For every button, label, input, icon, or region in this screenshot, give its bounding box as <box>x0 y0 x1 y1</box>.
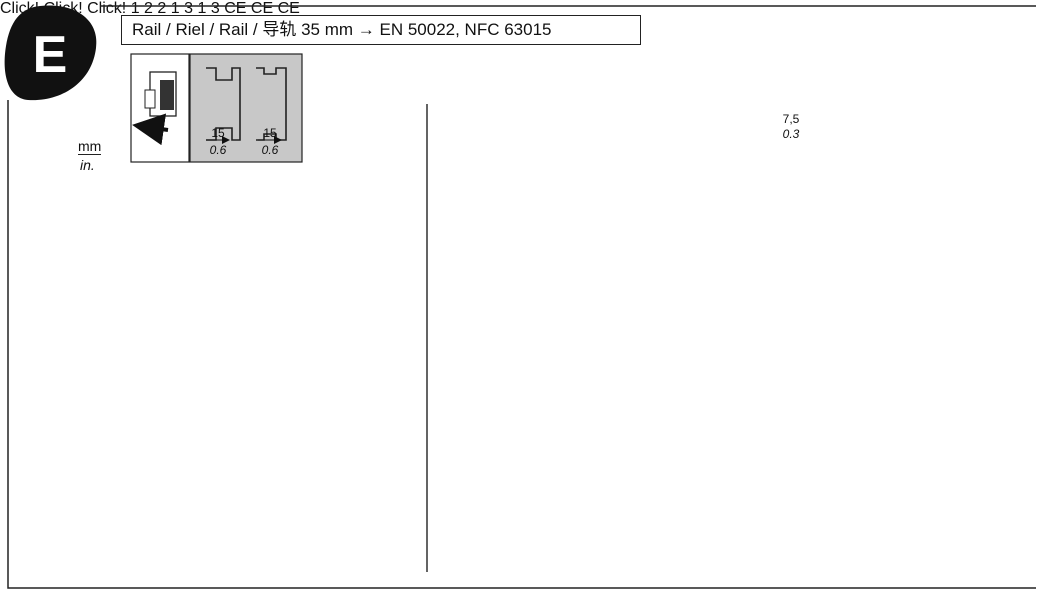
step-badge-mount-press: 1 <box>130 0 140 17</box>
rail-dim-in-1: 0.6 <box>209 143 227 157</box>
section-letter: E <box>33 26 68 84</box>
step-badge-detail-left: 1 <box>197 0 207 17</box>
step-badge-detail-right: 3 <box>210 0 220 17</box>
click-text-detail-right: Click! <box>87 0 127 17</box>
unit-secondary: in. <box>80 157 95 173</box>
step-badge-remove-push: 3 <box>184 0 194 17</box>
unit-primary: mm <box>78 138 102 155</box>
click-burst-detail-right: Click! <box>87 0 131 17</box>
rail-dim-in-3: 0.3 <box>782 127 800 141</box>
rail-dim-mm-3: 7,5 <box>782 112 800 126</box>
rail-standard-title: Rail / Riel / Rail / 导轨 35 mm → EN 50022… <box>121 15 641 45</box>
ce-mark-right: CE <box>277 0 300 17</box>
rail-dim-mm-1: 15 <box>211 126 225 140</box>
rail-profile-panel-left <box>189 53 303 163</box>
ce-mark-middle: CE <box>250 0 274 17</box>
outer-frame <box>7 5 1036 589</box>
step-badge-remove-tilt: 2 <box>157 0 167 17</box>
contactor-orientation-thumb-left <box>130 53 190 163</box>
step-badge-remove-lever: 1 <box>170 0 180 17</box>
rail-dim-mm-2: 15 <box>263 126 277 140</box>
step-badge-mount-rotate: 2 <box>144 0 153 17</box>
section-badge: E <box>4 5 97 101</box>
rail-dim-in-2: 0.6 <box>261 143 279 157</box>
ce-mark-left: CE <box>224 0 247 17</box>
